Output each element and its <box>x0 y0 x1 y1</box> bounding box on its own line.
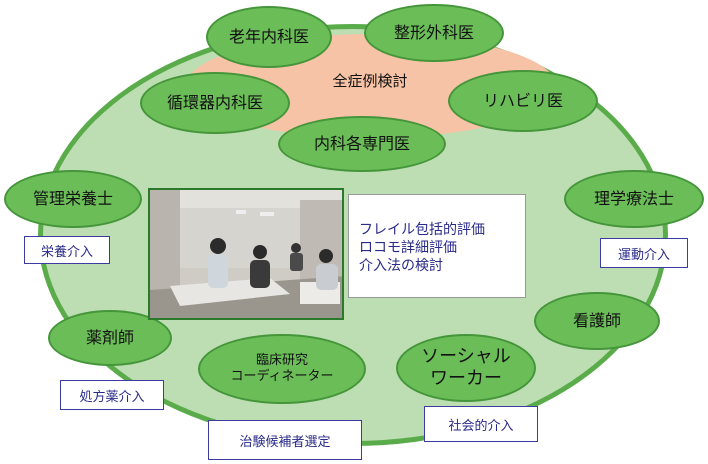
role-dietitian: 管理栄養士 <box>4 170 142 228</box>
role-internal: 内科各専門医 <box>278 116 446 172</box>
assessment-line: フレイル包括的評価 <box>359 222 485 238</box>
assessment-line: ロコモ詳細評価 <box>359 240 457 257</box>
assessment-line: 介入法の検討 <box>359 258 443 275</box>
role-geriatric: 老年内科医 <box>206 6 332 68</box>
meeting-photo <box>148 188 344 320</box>
tag-social: 社会的介入 <box>424 406 538 442</box>
role-orthopedic: 整形外科医 <box>364 4 504 62</box>
tag-exercise: 運動介入 <box>600 238 688 268</box>
role-circulatory: 循環器内科医 <box>140 72 290 134</box>
role-nurse: 看護師 <box>534 292 660 350</box>
role-pharmacist: 薬剤師 <box>48 310 172 366</box>
tag-prescription: 処方薬介入 <box>60 380 164 410</box>
role-crc: 臨床研究 コーディネーター <box>198 334 366 404</box>
role-social: ソーシャル ワーカー <box>396 334 536 402</box>
assessment-textbox: フレイル包括的評価 ロコモ詳細評価 介入法の検討 <box>348 194 526 298</box>
tag-nutrition: 栄養介入 <box>24 236 110 264</box>
role-rehab: リハビリ医 <box>448 70 598 132</box>
tag-trial: 治験候補者選定 <box>208 420 362 460</box>
role-pt: 理学療法士 <box>564 170 704 228</box>
center-title: 全症例検討 <box>332 72 408 90</box>
